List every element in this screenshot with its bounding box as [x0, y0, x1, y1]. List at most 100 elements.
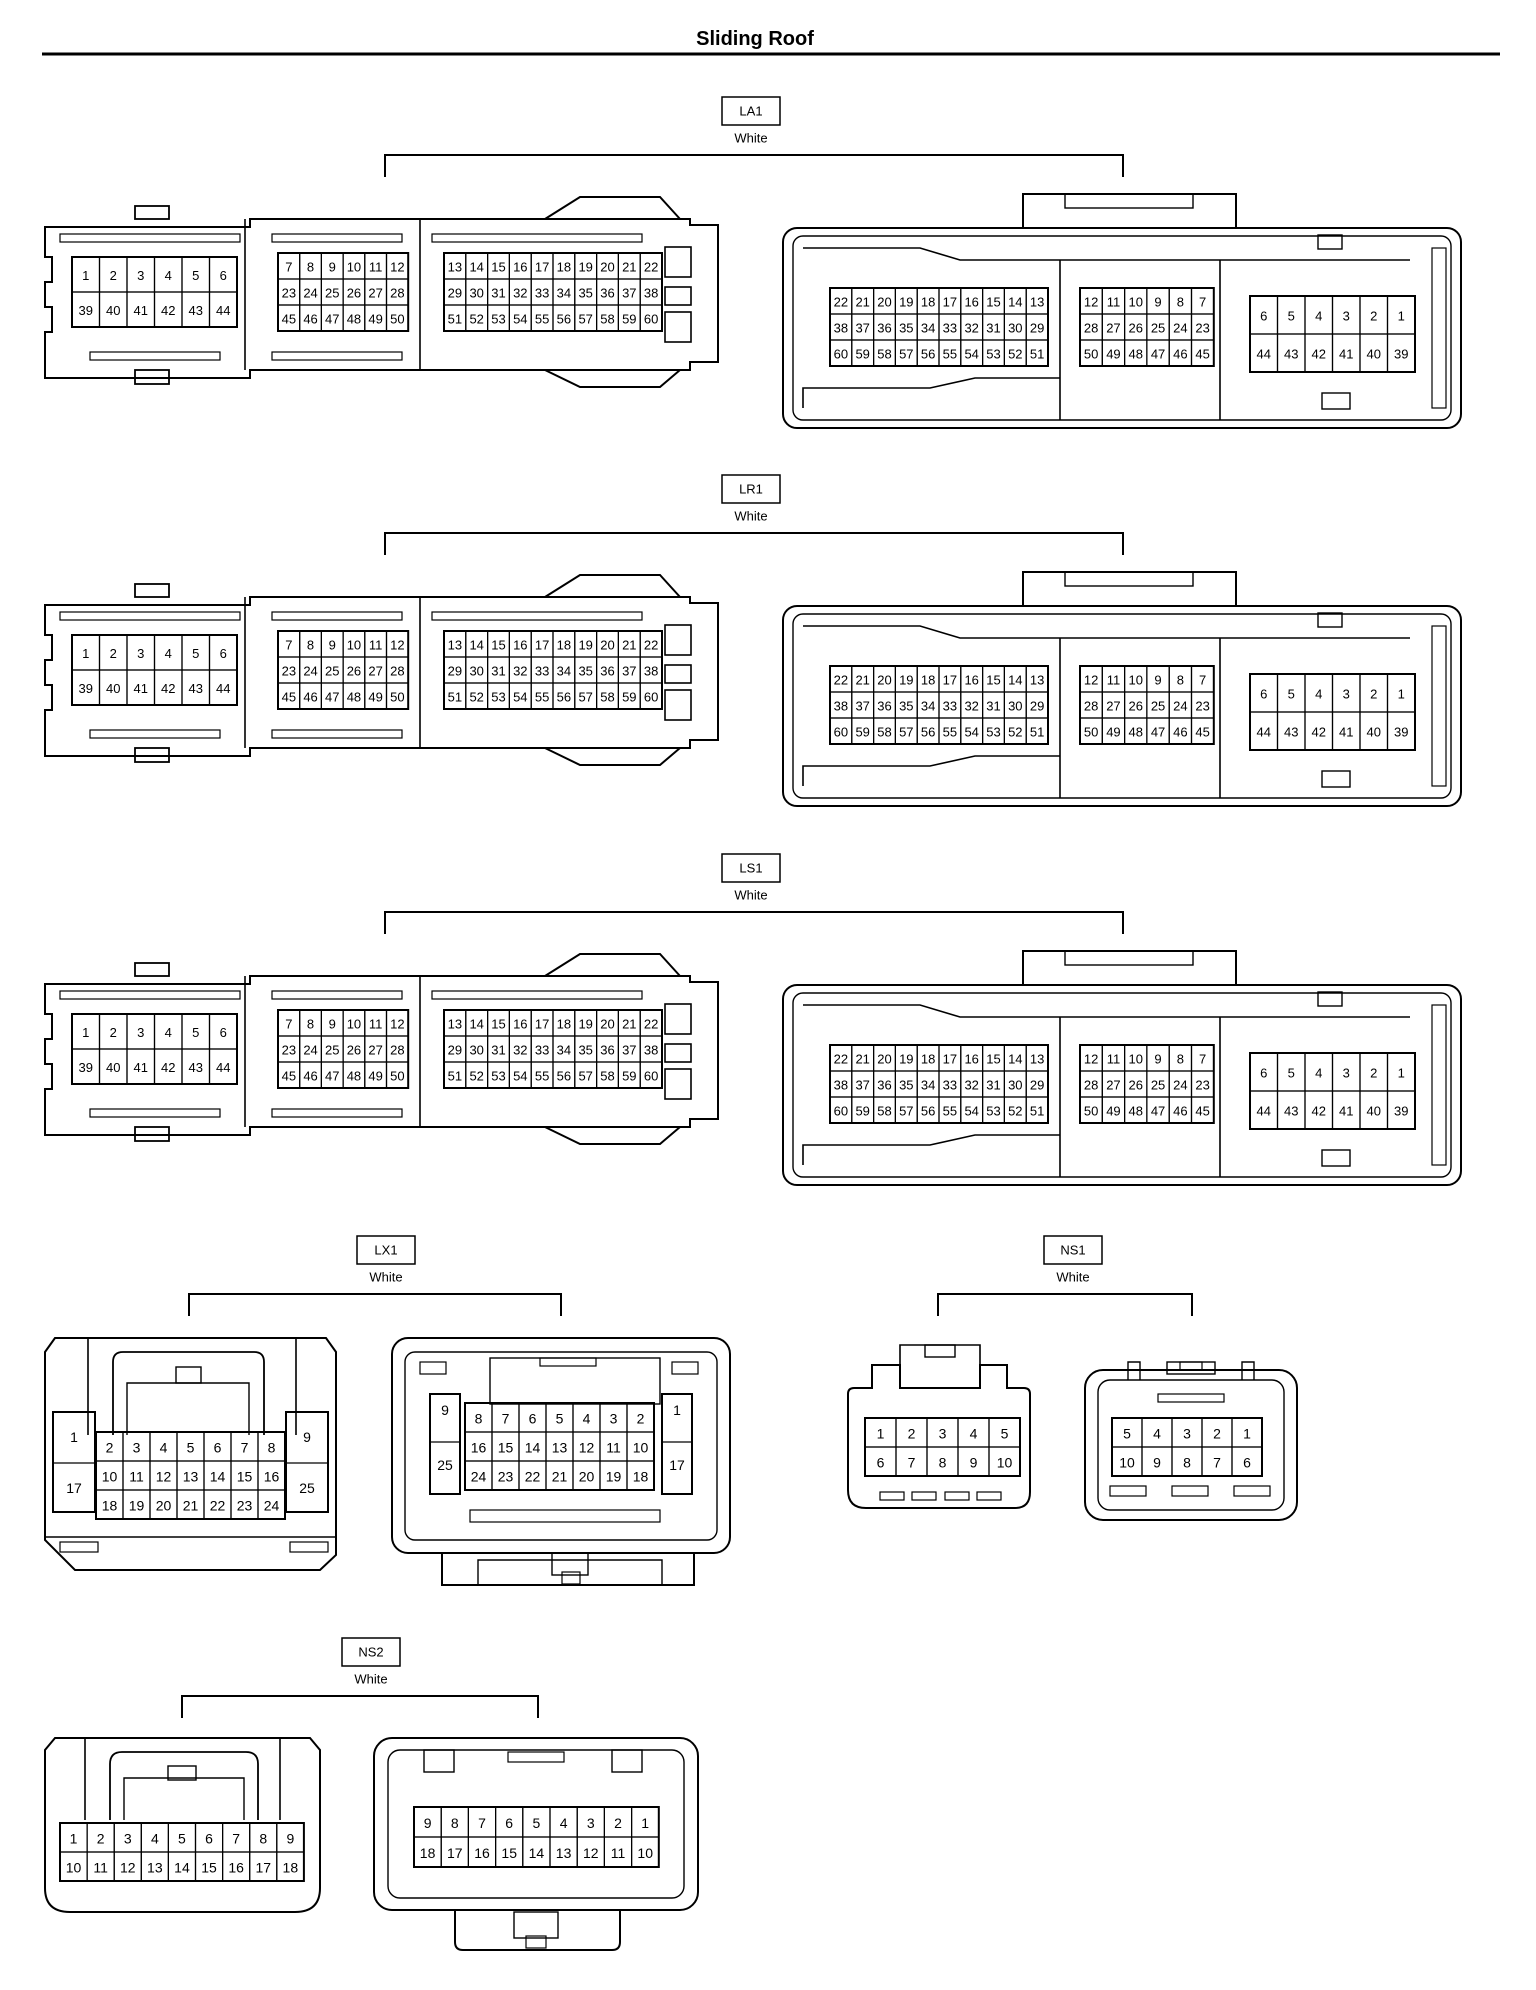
- pin-number: 23: [282, 1043, 296, 1058]
- pin-number: 43: [1284, 1104, 1298, 1119]
- female-side-rail: [1431, 1004, 1447, 1166]
- connector-code-box: [341, 1637, 401, 1667]
- pin-number: 53: [986, 725, 1000, 740]
- male-side-slot: [664, 311, 692, 343]
- pin-number: 24: [303, 1043, 317, 1058]
- ns2-female-latch: [507, 1751, 565, 1763]
- pin-number: 27: [1106, 699, 1120, 714]
- pin-number: 18: [921, 1052, 935, 1067]
- pin-number: 15: [491, 1017, 505, 1032]
- pin-number: 6: [1260, 1066, 1267, 1081]
- pin-number: 45: [282, 690, 296, 705]
- pin-number: 2: [110, 646, 117, 661]
- pin-number: 4: [151, 1831, 159, 1847]
- pin-number: 6: [1260, 687, 1267, 702]
- lx1-female-latch: [489, 1357, 661, 1405]
- ns1-male-latch: [899, 1344, 981, 1388]
- pin-cell: [1025, 339, 1049, 367]
- pin-number: 5: [1123, 1426, 1131, 1442]
- pin-number: 43: [1284, 725, 1298, 740]
- pin-number: 59: [622, 312, 636, 327]
- pin-number: 2: [1370, 1066, 1377, 1081]
- pin-number: 10: [347, 638, 361, 653]
- pin-number: 4: [1315, 1066, 1322, 1081]
- female-top-rail: [803, 1004, 1410, 1018]
- connector-code-box: [356, 1235, 416, 1265]
- ns1-female-hook: [1127, 1361, 1255, 1380]
- pin-number: 9: [329, 638, 336, 653]
- pin-number: 8: [1177, 1052, 1184, 1067]
- pin-cell: [1386, 1090, 1416, 1130]
- pin-number: 39: [79, 681, 93, 696]
- pin-number: 44: [1257, 725, 1271, 740]
- lx1-female-inner: [404, 1351, 718, 1541]
- pin-number: 22: [525, 1469, 541, 1485]
- pin-number: 10: [66, 1860, 82, 1876]
- pin-number: 28: [390, 664, 404, 679]
- pin-number: 11: [1107, 673, 1121, 688]
- pin-number: 54: [964, 725, 978, 740]
- pin-number: 33: [943, 699, 957, 714]
- pin-number: 48: [1129, 1104, 1143, 1119]
- pin-number: 47: [1151, 1104, 1165, 1119]
- pin-number: 32: [964, 1078, 978, 1093]
- pin-number: 14: [1008, 295, 1022, 310]
- pin-number: 3: [1343, 309, 1350, 324]
- pin-number: 45: [1195, 1104, 1209, 1119]
- pin-number: 40: [106, 681, 120, 696]
- pin-number: 11: [369, 638, 383, 653]
- pin-number: 36: [877, 321, 891, 336]
- pin-number: 41: [1339, 347, 1353, 362]
- pin-number: 57: [578, 312, 592, 327]
- pin-number: 17: [535, 1017, 549, 1032]
- pin-number: 30: [1008, 321, 1022, 336]
- pin-number: 20: [579, 1469, 595, 1485]
- male-key-bottom: [134, 369, 170, 385]
- pin-number: 34: [557, 286, 571, 301]
- pin-number: 60: [644, 690, 658, 705]
- pin-number: 38: [644, 664, 658, 679]
- pin-number: 46: [303, 690, 317, 705]
- pin-number: 52: [469, 690, 483, 705]
- pin-number: 36: [600, 1043, 614, 1058]
- female-key-bottom: [1321, 770, 1351, 788]
- connector-color: White: [1056, 1270, 1089, 1285]
- pin-number: 33: [943, 1078, 957, 1093]
- pin-number: 15: [201, 1860, 217, 1876]
- pin-number: 17: [943, 673, 957, 688]
- pin-number: 14: [529, 1845, 545, 1861]
- pin-number: 1: [877, 1426, 885, 1442]
- pin-number: 6: [220, 268, 227, 283]
- pin-number: 37: [622, 286, 636, 301]
- pin-number: 58: [877, 725, 891, 740]
- pin-number: 5: [187, 1440, 195, 1456]
- pin-number: 48: [347, 1069, 361, 1084]
- pin-number: 57: [578, 690, 592, 705]
- pin-number: 21: [622, 260, 636, 275]
- pin-number: 4: [160, 1440, 168, 1456]
- ns2-female-key: [513, 1911, 559, 1939]
- pin-number: 22: [644, 1017, 658, 1032]
- pin-number: 51: [448, 312, 462, 327]
- male-latch-bottom: [544, 369, 681, 388]
- pin-number: 6: [505, 1815, 513, 1831]
- pin-number: 19: [899, 673, 913, 688]
- pin-number: 17: [535, 638, 549, 653]
- connector-code: NS1: [1060, 1243, 1085, 1258]
- pin-number: 10: [1129, 295, 1143, 310]
- lx1-female-left-block: [429, 1393, 461, 1495]
- pin-number: 9: [1154, 673, 1161, 688]
- connector-code-box: [721, 853, 781, 883]
- male-rail: [89, 351, 221, 361]
- pin-number: 24: [1173, 1078, 1187, 1093]
- ns1-female-slot: [1171, 1485, 1209, 1497]
- pin-number: 4: [970, 1426, 978, 1442]
- pin-number: 15: [491, 638, 505, 653]
- male-rail: [431, 990, 643, 1000]
- pin-number: 42: [1312, 347, 1326, 362]
- pin-number: 30: [1008, 1078, 1022, 1093]
- pin-number: 3: [1343, 1066, 1350, 1081]
- pin-number: 34: [557, 1043, 571, 1058]
